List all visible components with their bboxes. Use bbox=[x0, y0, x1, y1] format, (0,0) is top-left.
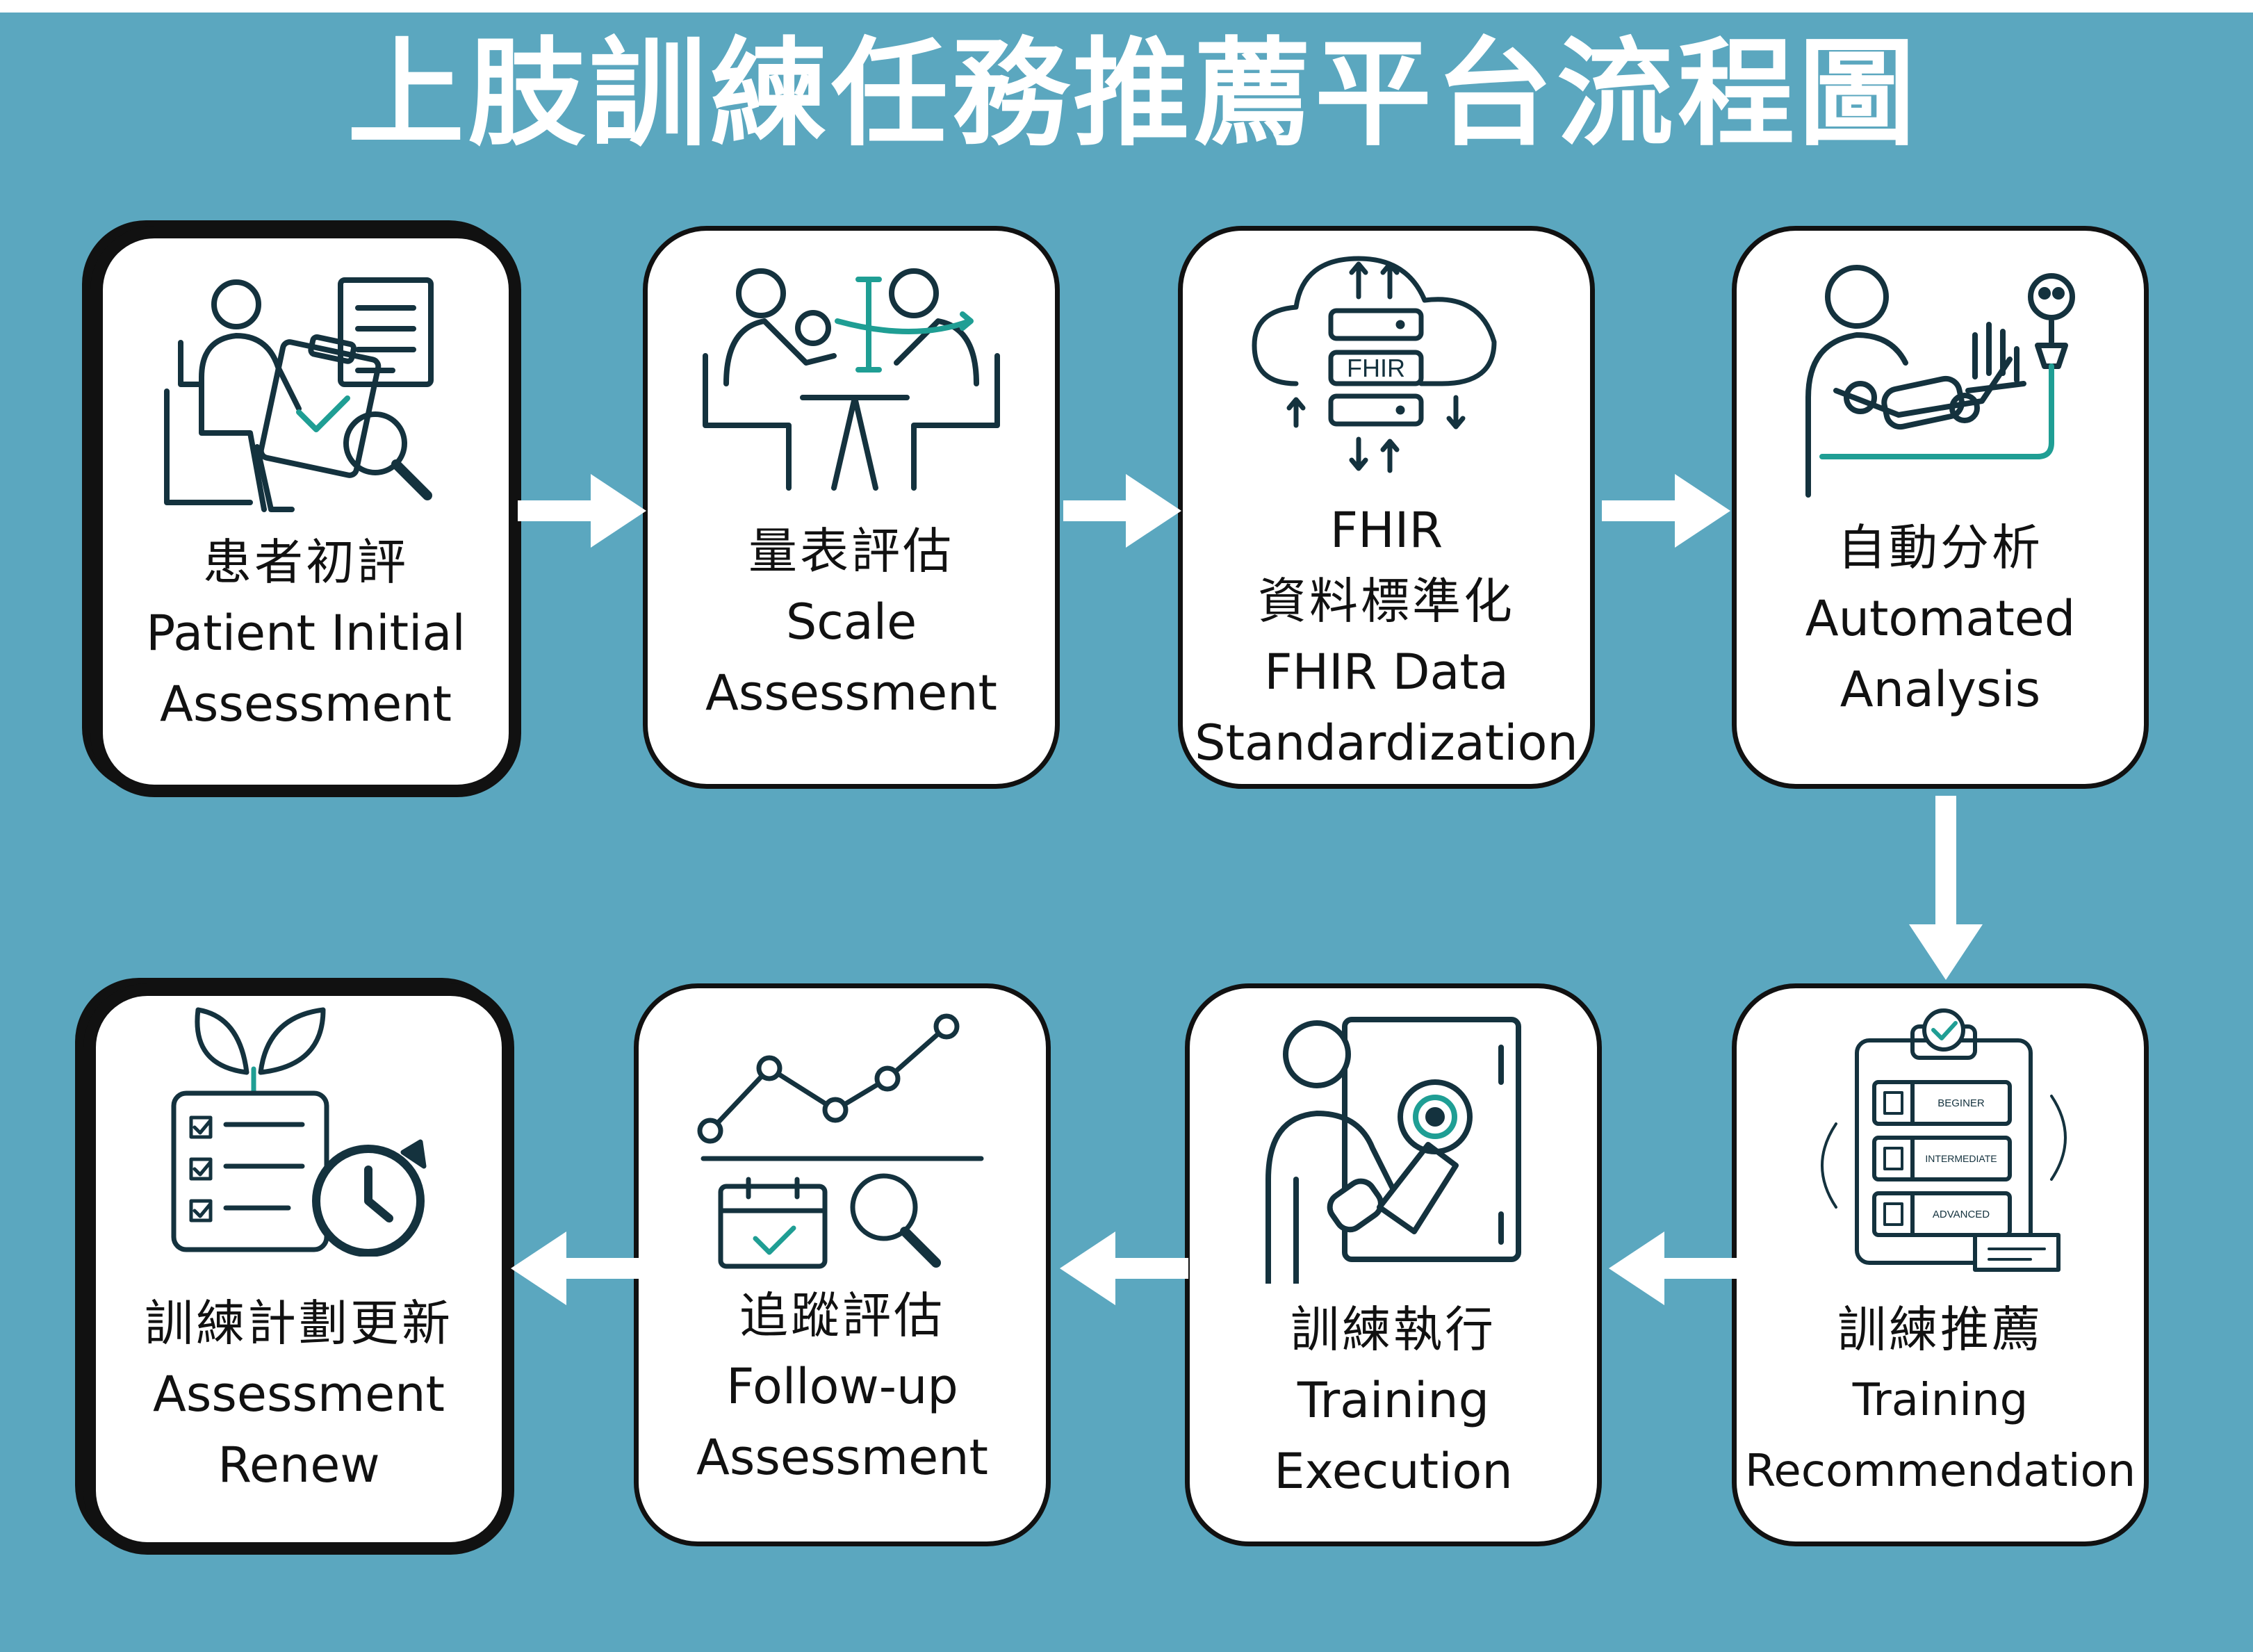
level-advanced: ADVANCED bbox=[1933, 1209, 1990, 1220]
plan-renew-icon bbox=[171, 1007, 427, 1257]
scale-measurement-icon bbox=[703, 268, 1000, 491]
level-intermediate: INTERMEDIATE bbox=[1925, 1153, 1997, 1164]
flow-arrow-right bbox=[1063, 474, 1181, 548]
step-label: 追蹤評估 Follow-up Assessment bbox=[639, 1280, 1046, 1493]
step-label-zh: 自動分析 bbox=[1837, 519, 2043, 576]
step-card-training-execution: 訓練執行 Training Execution bbox=[1185, 983, 1602, 1546]
step-label-en: Assessment bbox=[153, 1366, 445, 1423]
step-label-zh: 訓練推薦 bbox=[1837, 1301, 2043, 1358]
fhir-icon-text: FHIR bbox=[1347, 354, 1405, 382]
step-label: 量表評估 Scale Assessment bbox=[648, 516, 1055, 728]
step-label-en: Analysis bbox=[1840, 661, 2041, 718]
step-label: 訓練執行 Training Execution bbox=[1190, 1294, 1597, 1507]
flow-arrow-down bbox=[1909, 796, 1983, 980]
step-label: FHIR 資料標準化 FHIR Data Standardization bbox=[1183, 495, 1590, 778]
step-card-scale-assessment: 量表評估 Scale Assessment bbox=[643, 226, 1060, 789]
step-card-patient-initial-assessment: 患者初評 Patient Initial Assessment bbox=[90, 226, 521, 797]
step-label: 患者初評 Patient Initial Assessment bbox=[103, 527, 509, 739]
step-label-en: Follow-up bbox=[726, 1358, 958, 1415]
step-label-en: Patient Initial bbox=[146, 605, 466, 662]
page-title: 上肢訓練任務推薦平台流程圖 bbox=[347, 26, 1919, 162]
step-label-en: Standardization bbox=[1195, 714, 1578, 771]
step-label-en: Automated bbox=[1805, 590, 2076, 647]
top-band bbox=[0, 0, 2253, 13]
step-label-zh: 訓練執行 bbox=[1291, 1301, 1496, 1358]
step-label: 訓練計劃更新 Assessment Renew bbox=[96, 1288, 502, 1500]
flow-arrow-left bbox=[1060, 1232, 1188, 1305]
step-label-en: Assessment bbox=[696, 1429, 988, 1486]
step-label-en: Assessment bbox=[705, 664, 997, 721]
step-label-zh: 量表評估 bbox=[748, 523, 954, 580]
step-card-follow-up-assessment: 追蹤評估 Follow-up Assessment bbox=[634, 983, 1051, 1546]
robot-arm-analysis-icon bbox=[1805, 265, 2075, 498]
flow-arrow-left bbox=[1609, 1232, 1737, 1305]
step-label-en: Assessment bbox=[160, 676, 452, 733]
step-label-zh: 資料標準化 bbox=[1258, 573, 1515, 630]
step-label-en: Renew bbox=[218, 1437, 380, 1494]
step-label-en: Training bbox=[1852, 1375, 2029, 1426]
training-execution-icon bbox=[1265, 1017, 1521, 1284]
step-card-assessment-renew: 訓練計劃更新 Assessment Renew bbox=[83, 983, 514, 1555]
step-label-en: Recommendation bbox=[1744, 1446, 2136, 1497]
fhir-cloud-server-icon: FHIR bbox=[1252, 256, 1497, 473]
level-beginner: BEGINER bbox=[1937, 1097, 1985, 1109]
step-label-en: Execution bbox=[1274, 1443, 1513, 1500]
step-label-en: FHIR Data bbox=[1264, 644, 1509, 701]
follow-up-chart-icon bbox=[697, 1013, 984, 1269]
step-label-head: FHIR bbox=[1329, 502, 1443, 559]
step-label-en: Scale bbox=[785, 594, 917, 651]
step-card-automated-analysis: 自動分析 Automated Analysis bbox=[1732, 226, 2149, 789]
step-card-fhir-data-standardization: FHIR FHIR 資料標準化 FHIR Data Standardizatio… bbox=[1178, 226, 1595, 789]
step-label: 自動分析 Automated Analysis bbox=[1737, 512, 2144, 725]
flow-arrow-left bbox=[511, 1232, 639, 1305]
step-label: 訓練推薦 Training Recommendation bbox=[1737, 1294, 2144, 1507]
recommendation-clipboard-icon: BEGINER INTERMEDIATE ADVANCED bbox=[1821, 1008, 2067, 1272]
step-label-zh: 訓練計劃更新 bbox=[145, 1295, 453, 1352]
flow-arrow-right bbox=[1602, 474, 1730, 548]
step-card-training-recommendation: BEGINER INTERMEDIATE ADVANCED 訓練推薦 Train… bbox=[1732, 983, 2149, 1546]
flow-arrow-right bbox=[518, 474, 646, 548]
step-label-zh: 追蹤評估 bbox=[739, 1287, 945, 1344]
step-label-zh: 患者初評 bbox=[203, 534, 409, 591]
step-label-en: Training bbox=[1297, 1372, 1490, 1429]
patient-assessment-icon bbox=[164, 277, 434, 512]
